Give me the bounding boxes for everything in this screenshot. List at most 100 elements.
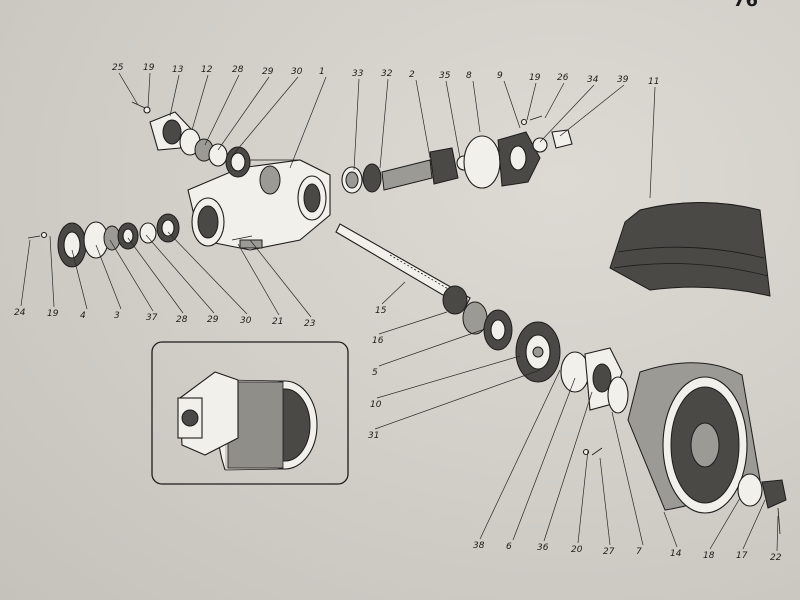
callout-c6: 6 bbox=[506, 542, 512, 552]
leader-line-c38 bbox=[479, 369, 561, 540]
callout-c5: 5 bbox=[372, 368, 378, 378]
callout-c29a: 29 bbox=[262, 67, 274, 77]
callout-c37: 37 bbox=[146, 313, 158, 323]
leader-line-c17 bbox=[742, 499, 766, 550]
callout-c7: 7 bbox=[636, 547, 642, 557]
leader-line-c22 bbox=[776, 515, 779, 552]
callout-c24: 24 bbox=[14, 308, 26, 318]
callout-c12: 12 bbox=[201, 65, 213, 75]
leader-line-c33 bbox=[353, 78, 360, 171]
callout-c4: 4 bbox=[80, 311, 86, 321]
leader-line-c13 bbox=[169, 74, 180, 117]
callout-c28a: 28 bbox=[232, 65, 244, 75]
leader-line-c26 bbox=[544, 82, 565, 119]
callout-c17: 17 bbox=[736, 551, 748, 561]
leader-line-c30b bbox=[167, 231, 248, 315]
callout-c1: 1 bbox=[319, 67, 325, 77]
leader-line-c3 bbox=[95, 244, 122, 310]
leader-line-c34 bbox=[539, 84, 595, 143]
callout-c22: 22 bbox=[770, 553, 782, 563]
leader-line-c15 bbox=[381, 281, 406, 305]
callout-c30b: 30 bbox=[240, 316, 252, 326]
callout-c16: 16 bbox=[372, 336, 384, 346]
leader-line-c8 bbox=[472, 80, 481, 133]
callout-c11: 11 bbox=[648, 77, 659, 87]
drum-part-14 bbox=[627, 362, 787, 535]
leader-line-c1 bbox=[289, 76, 327, 169]
callout-c27: 27 bbox=[603, 547, 615, 557]
leader-line-c24 bbox=[20, 239, 31, 307]
leader-line-c27 bbox=[599, 457, 611, 546]
callout-c25: 25 bbox=[112, 63, 124, 73]
leader-line-c2 bbox=[415, 79, 431, 159]
callout-c30a: 30 bbox=[291, 67, 303, 77]
leader-line-c28a bbox=[204, 74, 240, 146]
leader-line-c29b bbox=[145, 234, 215, 314]
leader-line-c10 bbox=[376, 355, 521, 399]
callout-c20: 20 bbox=[571, 545, 583, 555]
top-left-bearing-stack bbox=[131, 101, 251, 178]
callout-c26: 26 bbox=[557, 73, 569, 83]
leader-line-c28b bbox=[127, 237, 184, 314]
leader-line-c32 bbox=[379, 78, 389, 169]
leader-line-c36 bbox=[543, 391, 593, 542]
callout-c19a: 19 bbox=[143, 63, 155, 73]
left-bearing-stack bbox=[27, 213, 253, 268]
leader-line-c16 bbox=[378, 311, 448, 335]
leader-line-c19b bbox=[526, 82, 537, 121]
callout-c32: 32 bbox=[381, 69, 393, 79]
leader-line-c14 bbox=[663, 511, 678, 548]
leader-line-c23 bbox=[249, 239, 312, 318]
leader-line-c11 bbox=[649, 86, 656, 199]
housing-part-1 bbox=[187, 159, 331, 251]
leader-line-c19c bbox=[49, 235, 55, 308]
callout-c13: 13 bbox=[172, 65, 184, 75]
callout-c3: 3 bbox=[114, 311, 120, 321]
callout-c2: 2 bbox=[409, 70, 415, 80]
callout-c21: 21 bbox=[272, 317, 283, 327]
leader-line-c30a bbox=[231, 76, 299, 157]
leader-line-c20 bbox=[577, 449, 589, 544]
leader-line-c6 bbox=[512, 377, 576, 541]
callout-c14: 14 bbox=[670, 549, 682, 559]
callout-c9: 9 bbox=[497, 71, 503, 81]
callout-c23: 23 bbox=[304, 319, 316, 329]
callout-c38: 38 bbox=[473, 541, 485, 551]
callout-c15: 15 bbox=[375, 306, 387, 316]
callout-c19b: 19 bbox=[529, 73, 541, 83]
leader-line-c9 bbox=[503, 80, 521, 129]
leader-line-c37 bbox=[109, 239, 154, 312]
leader-line-c35 bbox=[445, 80, 461, 159]
callout-c33: 33 bbox=[352, 69, 364, 79]
callout-c36: 36 bbox=[537, 543, 549, 553]
leader-line-c7 bbox=[611, 411, 644, 546]
callout-c8: 8 bbox=[466, 71, 472, 81]
callout-c10: 10 bbox=[370, 400, 382, 410]
guard-cover-part-11 bbox=[609, 202, 771, 297]
callout-c19c: 19 bbox=[47, 309, 59, 319]
page-number: 76 bbox=[733, 0, 758, 11]
callout-c18: 18 bbox=[703, 551, 715, 561]
main-shaft-part-15 bbox=[335, 223, 561, 383]
leader-line-c18 bbox=[709, 497, 741, 550]
inset-assembly bbox=[151, 341, 349, 485]
callout-c39: 39 bbox=[617, 75, 629, 85]
pinion-shaft-part-2 bbox=[341, 147, 472, 194]
callout-c28b: 28 bbox=[176, 315, 188, 325]
callout-c29b: 29 bbox=[207, 315, 219, 325]
leader-line-c4 bbox=[71, 249, 88, 310]
leader-line-c39 bbox=[559, 84, 625, 137]
leader-line-c31 bbox=[374, 369, 541, 430]
callout-c31: 31 bbox=[368, 431, 379, 441]
callout-c34: 34 bbox=[587, 75, 599, 85]
leader-line-c25 bbox=[118, 72, 139, 106]
leader-line-c21 bbox=[237, 243, 280, 316]
leader-line-c19a bbox=[147, 72, 151, 109]
end-cover-assembly bbox=[560, 347, 629, 456]
leader-line-c12 bbox=[191, 74, 209, 131]
leader-line-c5 bbox=[378, 329, 483, 367]
flange-assembly bbox=[463, 115, 573, 189]
